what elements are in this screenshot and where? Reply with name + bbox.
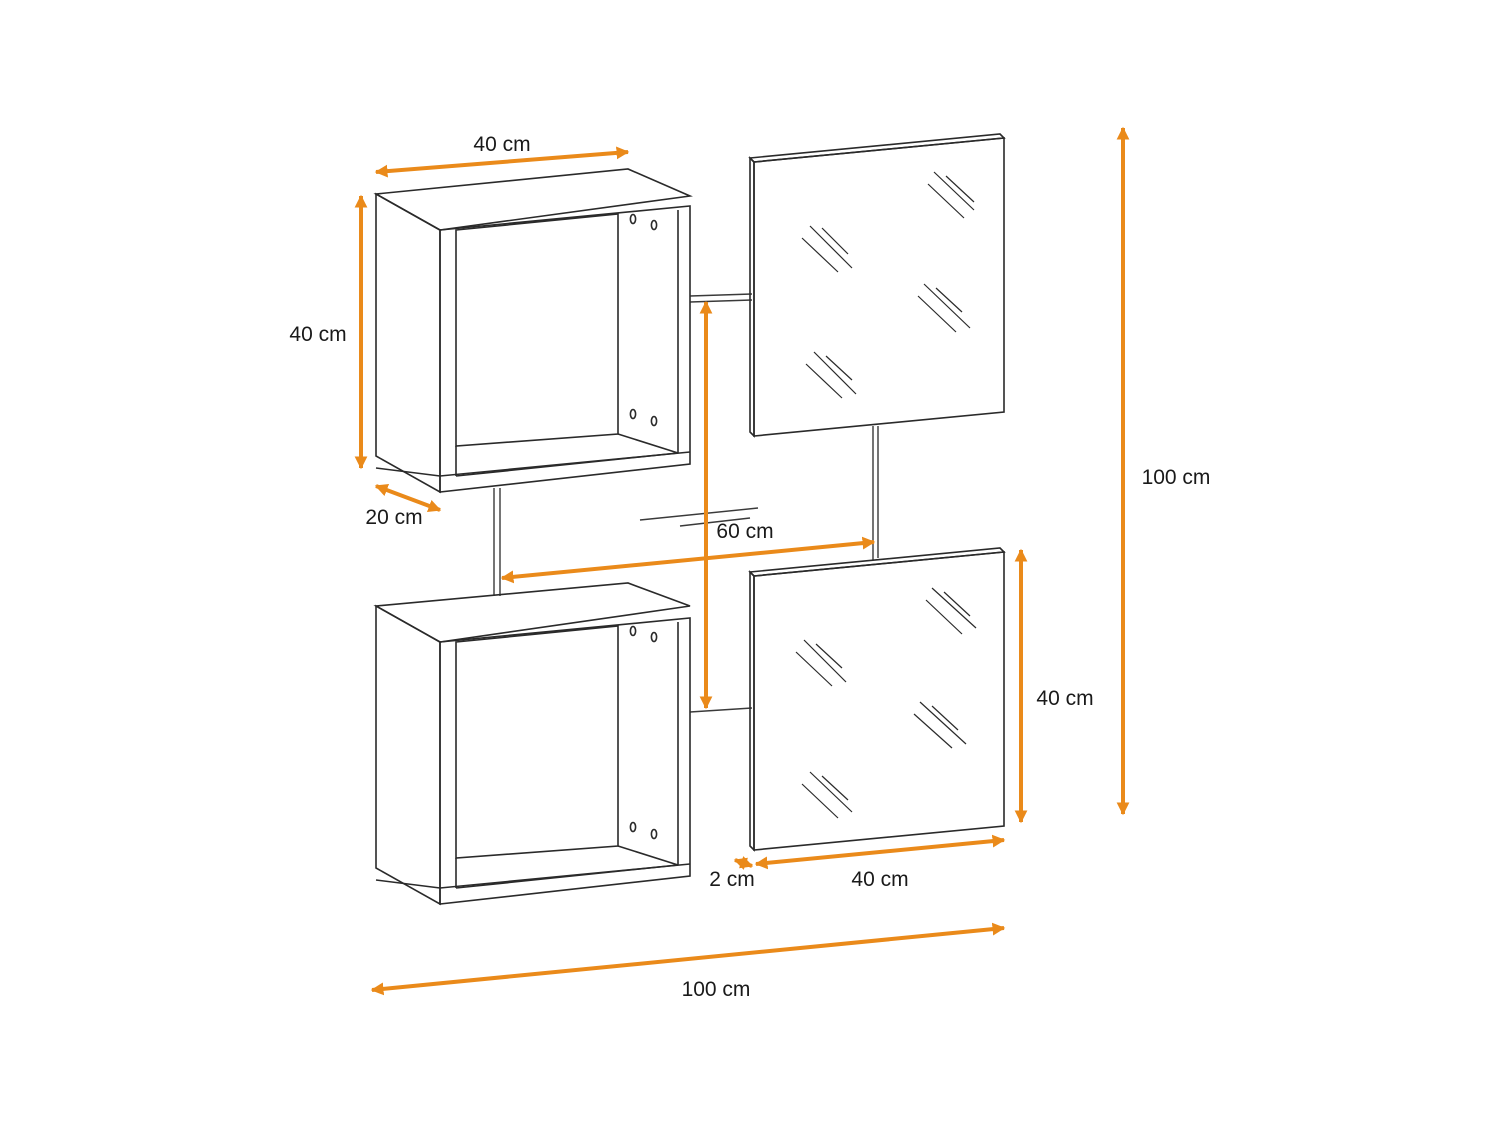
label-total-height: 100 cm [1142, 466, 1211, 489]
label-total-width: 100 cm [682, 978, 751, 1001]
label-mirror-thickness: 2 cm [709, 868, 755, 891]
mirror-glare-icon [801, 171, 975, 399]
cube-depth-arrow [374, 484, 442, 512]
top-cube-shelf [373, 168, 693, 494]
bottom-mirror [748, 547, 1006, 852]
label-mirror-height: 40 cm [1036, 687, 1093, 710]
mirror-thickness-arrow [733, 856, 754, 870]
top-mirror [748, 133, 1006, 438]
label-cube-height: 40 cm [289, 323, 346, 346]
label-cube-depth: 20 cm [365, 506, 422, 529]
total-width-arrow [370, 922, 1006, 996]
connecting-rods [493, 293, 879, 713]
label-spacing: 60 cm [716, 520, 773, 543]
mirror-glare-icon [795, 587, 977, 819]
label-mirror-width: 40 cm [851, 868, 908, 891]
cube-width-arrow [374, 146, 630, 178]
spacing-horizontal-arrow [500, 536, 876, 584]
mirror-width-arrow [754, 834, 1006, 870]
bottom-cube-shelf [373, 582, 691, 906]
dimension-arrows [354, 126, 1130, 996]
label-cube-width: 40 cm [473, 133, 530, 156]
